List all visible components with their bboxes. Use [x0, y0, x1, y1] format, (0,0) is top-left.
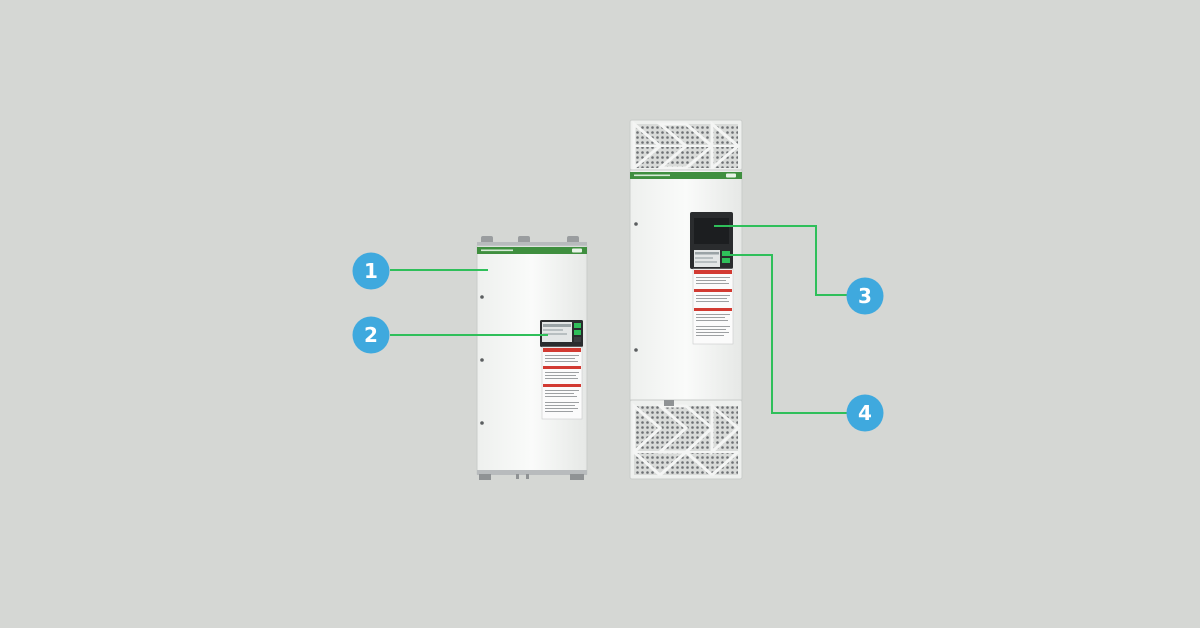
- leader-lines: [390, 225, 847, 414]
- callout-2: 2: [352, 316, 390, 354]
- svg-text:2: 2: [364, 323, 378, 347]
- svg-text:4: 4: [858, 401, 872, 425]
- svg-text:3: 3: [858, 284, 872, 308]
- right-brand-band: [630, 172, 742, 179]
- left-brand-band: [477, 247, 587, 254]
- right-cabinet: [629, 119, 743, 480]
- left-display-module: [540, 320, 583, 347]
- left-warning-label: [541, 346, 583, 420]
- svg-text:1: 1: [364, 259, 378, 283]
- right-warning-label: [692, 268, 734, 345]
- right-cabinet-body: [629, 169, 743, 401]
- right-display-module: [690, 212, 733, 269]
- bottom-vent-grille: [629, 399, 743, 480]
- bottom-terminals: [477, 470, 587, 480]
- callout-3: 3: [846, 277, 884, 315]
- callout-4: 4: [846, 394, 884, 432]
- callout-1: 1: [352, 252, 390, 290]
- top-vent-grille: [629, 119, 743, 172]
- leader-line-4: [730, 254, 847, 414]
- top-terminals: [477, 236, 587, 247]
- left-cabinet: [476, 236, 588, 480]
- leader-line-3: [714, 225, 847, 296]
